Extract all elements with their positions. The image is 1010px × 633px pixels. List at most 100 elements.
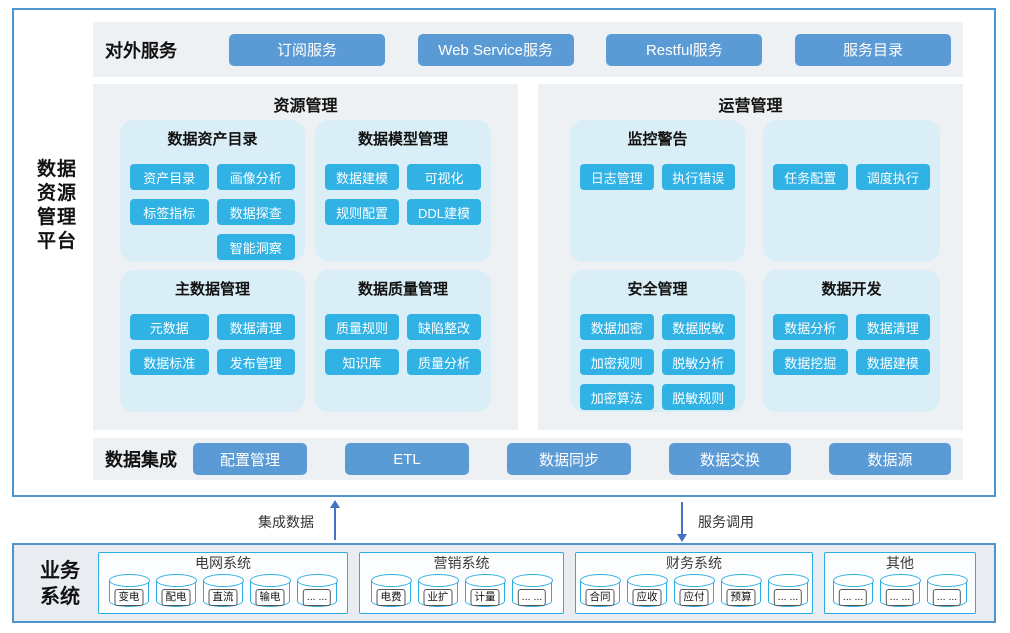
module-pill: DDL建模 (407, 199, 481, 225)
service-button: 服务目录 (794, 33, 951, 66)
database-label: ... ... (773, 589, 803, 606)
card-monitor-alert: 监控警告 日志管理执行错误 (570, 120, 745, 262)
module-pill: 数据建模 (325, 164, 399, 190)
external-services-row: 对外服务 订阅服务 Web Service服务 Restful服务服务目录 (93, 22, 963, 77)
external-services-title: 对外服务 (105, 40, 177, 61)
arrow-stem (334, 507, 336, 540)
module-pill: 规则配置 (325, 199, 399, 225)
service-button: 订阅服务 (229, 33, 385, 66)
module-pill: 知识库 (325, 349, 399, 375)
database-label: 计量 (470, 589, 500, 606)
database-icon: 应收 (626, 574, 668, 607)
service-button: Restful服务 (606, 33, 763, 66)
card-title (773, 130, 930, 150)
database-label: 电费 (376, 589, 406, 606)
business-systems-box: 业务 系统 电网系统 变电 配电 直流 输电 ... ... 营销系统 电费 (12, 543, 996, 623)
operation-management-panel: 运营管理 监控警告 日志管理执行错误 任务配置调度执行 安全管理 数据加密数据脱… (538, 84, 963, 430)
module-pill: 脱敏分析 (661, 349, 735, 375)
group-finance-system: 财务系统 合同 应收 应付 预算 ... ... (575, 552, 813, 614)
database-label: ... ... (517, 589, 547, 606)
module-pill: 数据建模 (855, 349, 930, 375)
module-pill: 日志管理 (580, 164, 654, 190)
database-label: 预算 (726, 589, 756, 606)
database-icon: 合同 (579, 574, 621, 607)
group-title: 财务系统 (666, 555, 722, 571)
integration-button: 数据同步 (507, 443, 631, 475)
flow-label-integration: 集成数据 (258, 514, 314, 530)
module-pill: 任务配置 (773, 164, 848, 190)
database-icon: ... ... (832, 574, 874, 607)
database-icon: 预算 (720, 574, 762, 607)
group-databases: 变电 配电 直流 输电 ... ... (108, 574, 338, 607)
arrow-stem (681, 502, 683, 535)
module-pill: 数据清理 (216, 314, 295, 340)
down-arrow-icon (676, 500, 688, 542)
card-data-asset-catalog: 数据资产目录 资产目录画像分析标签指标数据探查智能洞察 (120, 120, 305, 262)
group-other-systems: 其他 ... ... ... ... ... ... (824, 552, 976, 614)
group-title: 电网系统 (195, 555, 251, 571)
database-label: ... ... (838, 589, 868, 606)
module-pill: 数据清理 (855, 314, 930, 340)
database-icon: ... ... (879, 574, 921, 607)
database-label: 业扩 (423, 589, 453, 606)
arrowhead (330, 500, 340, 508)
card-items: 日志管理执行错误 (580, 164, 735, 190)
module-pill: 数据探查 (216, 199, 295, 225)
operation-management-title: 运营管理 (718, 98, 783, 115)
module-pill: 加密算法 (580, 384, 654, 410)
database-icon: ... ... (296, 574, 338, 607)
card-title: 数据模型管理 (357, 131, 448, 148)
database-icon: 输电 (249, 574, 291, 607)
group-databases: 电费 业扩 计量 ... ... (370, 574, 553, 607)
database-label: 变电 (114, 589, 144, 606)
card-title: 数据开发 (821, 281, 882, 298)
database-icon: 电费 (370, 574, 412, 607)
module-pill: 质量规则 (325, 314, 399, 340)
external-services-items: 订阅服务 Web Service服务 Restful服务服务目录 (229, 33, 951, 66)
module-pill: 调度执行 (855, 164, 930, 190)
module-pill: 缺陷整改 (407, 314, 481, 340)
integration-button: 数据交换 (669, 443, 791, 475)
module-pill: 执行错误 (661, 164, 735, 190)
card-items: 资产目录画像分析标签指标数据探查智能洞察 (130, 164, 295, 260)
group-databases: ... ... ... ... ... ... (832, 574, 968, 607)
integration-button: 数据源 (829, 443, 951, 475)
module-pill: 元数据 (130, 314, 209, 340)
resource-management-panel: 资源管理 数据资产目录 资产目录画像分析标签指标数据探查智能洞察 数据模型管理 … (93, 84, 518, 430)
group-marketing-system: 营销系统 电费 业扩 计量 ... ... (359, 552, 564, 614)
integration-button: 配置管理 (193, 443, 307, 475)
database-icon: 直流 (202, 574, 244, 607)
module-pill: 加密规则 (580, 349, 654, 375)
card-title: 主数据管理 (174, 281, 250, 298)
card-items: 任务配置调度执行 (773, 164, 930, 190)
data-integration-title: 数据集成 (105, 450, 177, 470)
module-pill: 标签指标 (130, 199, 209, 225)
module-pill: 质量分析 (407, 349, 481, 375)
business-systems-title: 业务 系统 (40, 560, 80, 608)
flow-label-service-call: 服务调用 (698, 514, 754, 530)
card-title: 数据质量管理 (357, 281, 448, 298)
business-system-groups: 电网系统 变电 配电 直流 输电 ... ... 营销系统 电费 业扩 (98, 552, 976, 614)
platform-label: 数据 资源 管理 平台 (36, 159, 77, 252)
card-task-scheduling: 任务配置调度执行 (763, 120, 940, 262)
database-icon: 配电 (155, 574, 197, 607)
group-title: 其他 (886, 555, 914, 571)
card-data-development: 数据开发 数据分析数据清理数据挖掘数据建模 (763, 270, 940, 412)
module-pill: 资产目录 (130, 164, 209, 190)
module-pill: 数据脱敏 (661, 314, 735, 340)
database-icon: 业扩 (417, 574, 459, 607)
database-label: 应收 (632, 589, 662, 606)
database-label: ... ... (885, 589, 915, 606)
card-items: 数据加密数据脱敏加密规则脱敏分析加密算法脱敏规则 (580, 314, 735, 410)
database-icon: ... ... (511, 574, 553, 607)
module-pill: 数据标准 (130, 349, 209, 375)
module-pill: 数据加密 (580, 314, 654, 340)
service-button: Web Service服务 (417, 33, 574, 66)
database-label: ... ... (302, 589, 332, 606)
card-title: 监控警告 (627, 131, 688, 148)
database-label: 直流 (208, 589, 238, 606)
platform-box: 数据 资源 管理 平台 对外服务 订阅服务 Web Service服务 Restfu… (12, 8, 996, 497)
